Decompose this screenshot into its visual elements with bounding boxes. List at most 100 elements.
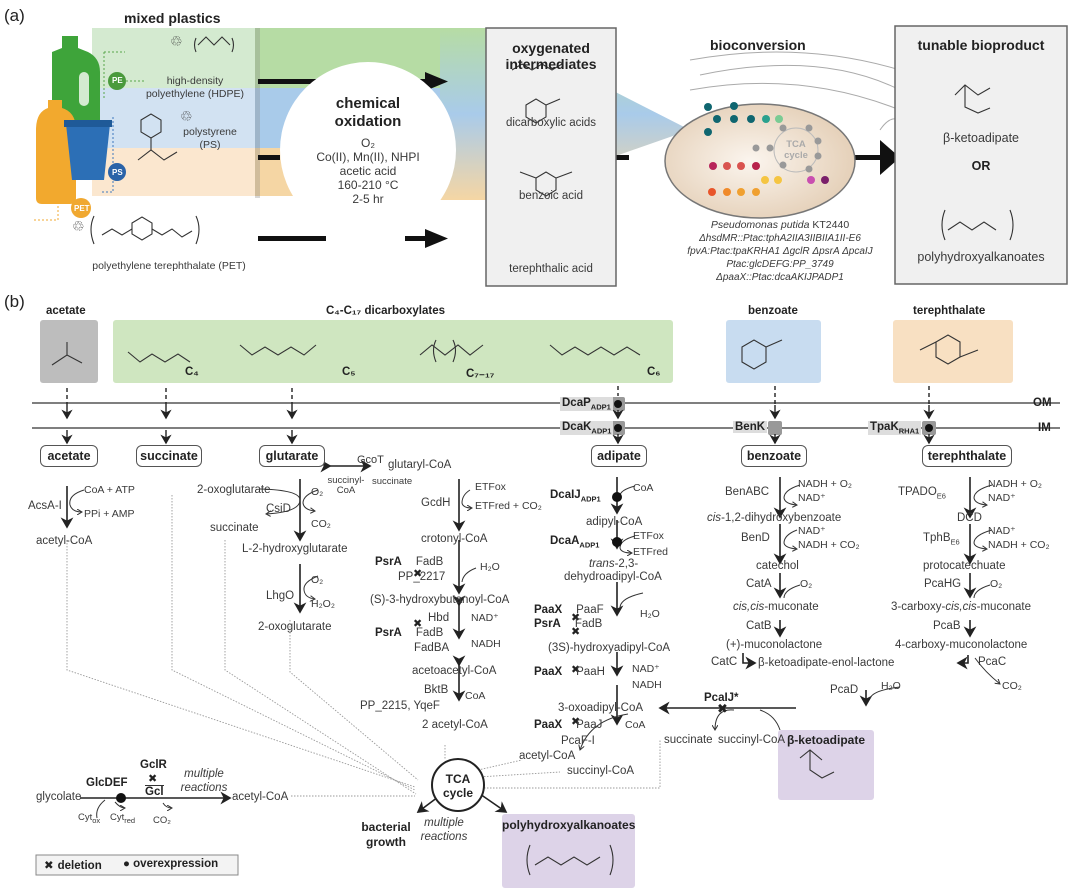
outer-membrane-label: OM: [1033, 397, 1052, 409]
paaj-enzyme: PaaJ: [576, 719, 603, 731]
plastic-containers-illustration: [36, 36, 112, 204]
pcab-enzyme: PcaB: [933, 620, 961, 632]
acsa-enzyme: AcsA-I: [28, 500, 62, 512]
c4-label: C₄: [185, 366, 199, 378]
condition-catalysts: Co(II), Mn(II), NHPI: [316, 150, 420, 164]
cyt-red-label: Cyt: [110, 812, 125, 823]
tpado-nadh-o2: NADH + O₂: [988, 478, 1042, 490]
gcdh-etf-red: ETFred + CO₂: [475, 500, 542, 512]
strain-genotype-3: Ptac:glcDEFG:PP_3749: [726, 259, 834, 270]
succinyl-coa-part2: CoA: [336, 485, 356, 496]
svg-text:✖: ✖: [571, 715, 580, 728]
dihydroxybenzoate-name: -1,2-dihydroxybenzoate: [721, 512, 842, 524]
cyt-red: Cytred: [110, 812, 135, 825]
acetyl-coa-from-glycolate: acetyl-CoA: [232, 791, 289, 803]
bioconversion-title: bioconversion: [710, 37, 806, 53]
flagella: [689, 51, 901, 131]
recycle-icon-1: ♲: [72, 218, 85, 234]
benzoate-substrate-box: [726, 320, 821, 383]
dcak-label: DcaK: [562, 421, 592, 433]
cata-o2: O₂: [800, 578, 813, 590]
glycolate-multiple-2: reactions: [180, 782, 228, 794]
tca-multiple-2: reactions: [420, 831, 468, 843]
psra-regulator: PsrA: [375, 627, 402, 639]
carboxy-prefix: 3-carboxy-: [891, 601, 946, 613]
chemical-structures-a: [90, 36, 1014, 245]
svg-text:✖: ✖: [148, 772, 157, 785]
cyt-red-subscript: red: [124, 815, 136, 825]
hydroxyadipyl-coa: (3S)-hydroxyadipyl-CoA: [548, 642, 671, 654]
ketoadipate-enol-lactone: β-ketoadipate-enol-lactone: [758, 657, 895, 669]
metabolic-network-dots: [704, 102, 829, 196]
dicarboxylates-title: C₄-C₁₇ dicarboxylates: [326, 305, 446, 317]
cyt-ox: Cytox: [78, 812, 100, 825]
pha-product-box: [502, 814, 635, 888]
panel-b-label: (b): [4, 292, 25, 311]
dcap-subscript: ADP1: [590, 402, 611, 412]
ketoadipate-product-box: [778, 730, 874, 800]
pcaij-succinate: succinate: [664, 734, 713, 746]
bend-nadh-co2: NADH + CO₂: [798, 539, 860, 551]
tca-multiple-1: multiple: [424, 817, 464, 829]
tca-cycle-node: [431, 758, 485, 812]
benabc-enzyme: BenABC: [725, 486, 770, 498]
benzoate-substrate-title: benzoate: [748, 305, 798, 317]
bacterial-cell: [664, 103, 856, 219]
pha-product-label: polyhydroxyalkanoates: [502, 818, 636, 832]
muconate-name: -muconate: [764, 601, 819, 613]
bacterial-growth-2: growth: [366, 835, 406, 849]
product-pha: polyhydroxyalkanoates: [917, 250, 1045, 264]
dcap-transporter: DcaPADP1: [560, 397, 613, 412]
gcot-succinyl-coa: succinyl-CoA: [326, 476, 366, 496]
recycle-icon-2: ♲: [170, 33, 183, 49]
intermediates-title-1: oxygenated: [512, 40, 590, 56]
terephthalate-substrate-box: [893, 320, 1013, 383]
cyt-ox-subscript: ox: [92, 815, 101, 825]
muconolactone: (+)-muconolactone: [726, 639, 823, 651]
cata-enzyme: CatA: [746, 578, 772, 590]
paaj-coa: CoA: [625, 719, 646, 731]
dcaij-subscript: ADP1: [580, 494, 601, 504]
cyt-ox-label: Cyt: [78, 812, 93, 823]
pcad-h2o: H₂O: [881, 680, 901, 692]
pcac-co2: CO₂: [1002, 680, 1022, 692]
cis-cis-prefix: cis,cis: [945, 601, 977, 613]
adipate-node: adipate: [591, 445, 647, 467]
oxoglutarate-out: 2-oxoglutarate: [258, 621, 332, 633]
chemical-oxidation-title-2: oxidation: [334, 113, 402, 130]
pe-badge: PE: [112, 76, 123, 85]
strain-genotype-4: ΔpaaX::Ptac:dcaAKIJPADP1: [716, 272, 844, 283]
csid-co2: CO₂: [311, 518, 331, 530]
fadba-enzyme: FadBA: [414, 642, 450, 654]
fadb-enzyme: FadB: [415, 627, 444, 639]
ps-badge: PS: [112, 168, 123, 177]
svg-text:✖: ✖: [571, 625, 580, 638]
lhgo-h2o2: H₂O₂: [311, 598, 335, 610]
succinate-node: succinate: [136, 445, 202, 467]
deletion-icon: ✖: [44, 858, 58, 872]
chemical-oxidation-title-1: chemical: [335, 95, 401, 112]
cis-cis-prefix: cis,cis: [733, 601, 765, 613]
condition-solvent: acetic acid: [339, 164, 397, 178]
glycolate: glycolate: [36, 791, 82, 803]
pcafi-enzyme: PcaF-I: [561, 735, 595, 747]
gcdh-etf-ox: ETFox: [475, 481, 506, 493]
ps-label-line2: (PS): [199, 139, 221, 151]
trans-locants: -2,3-: [614, 558, 639, 570]
dcaa-subscript: ADP1: [579, 540, 600, 550]
acetate-node: acetate: [40, 445, 98, 467]
carboxy-muconolactone: 4-carboxy-muconolactone: [895, 639, 1028, 651]
paax-regulator: PaaX: [534, 604, 563, 616]
paaf-h2o: H₂O: [640, 608, 660, 620]
strain-genotype-2: fpvA:Ptac:tpaKRHA1 ΔgclR ΔpsrA ΔpcaIJ: [687, 246, 873, 257]
dcap-label: DcaP: [562, 397, 591, 409]
tphb-subscript: E6: [950, 537, 960, 547]
succinyl-coa-part1: succinyl-: [327, 475, 365, 486]
ps-label-line1: polystyrene: [183, 126, 237, 138]
gcot-enzyme: GcoT: [357, 454, 384, 466]
acetate-substrate-box: [40, 320, 98, 383]
tpak-transporter: TpaKRHA1: [868, 421, 922, 436]
glycolate-multiple-1: multiple: [184, 768, 224, 780]
